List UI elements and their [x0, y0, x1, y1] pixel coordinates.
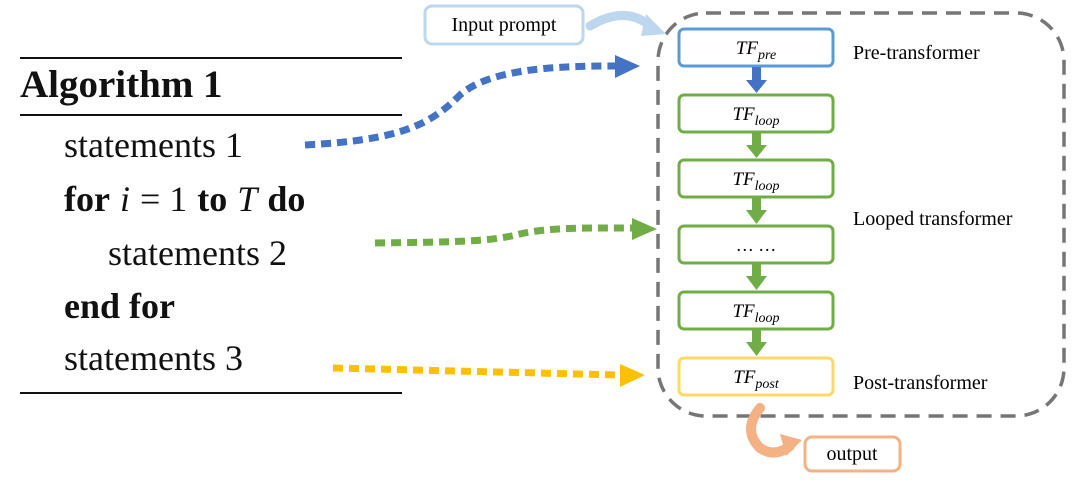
svg-text:TFloop: TFloop [732, 104, 779, 129]
tf-loop-3-subscript: loop [755, 311, 780, 326]
flow-arrow-loop3-to-post [746, 330, 767, 356]
svg-text:TFloop: TFloop [732, 169, 779, 194]
tf-loop-box-3: TFloop [677, 290, 835, 331]
input-prompt-label: Input prompt [452, 14, 557, 36]
svg-text:TFpre: TFpre [736, 38, 776, 63]
mapping-arrowhead-statements-2 [632, 218, 657, 240]
tf-pre-subscript: pre [757, 48, 776, 63]
output-box [803, 435, 902, 473]
end-for-keyword: end for [64, 286, 175, 326]
tf-loop-1-symbol: TF [732, 104, 755, 125]
output-flow-arrow [746, 403, 795, 458]
pre-transformer-label: Pre-transformer [853, 42, 980, 64]
tf-pre-symbol: TF [736, 38, 759, 59]
tf-post-symbol: TF [733, 367, 756, 388]
end-for-line: end for [64, 285, 175, 327]
tf-pre-box: TFpre [677, 27, 835, 68]
ellipsis-label: … … [736, 235, 777, 255]
svg-text:TFpost: TFpost [733, 367, 780, 392]
output-flow-arrowhead [780, 434, 802, 456]
post-transformer-label: Post-transformer [853, 372, 988, 394]
tf-loop-2-subscript: loop [755, 179, 780, 194]
svg-text:TFloop: TFloop [732, 301, 779, 326]
statements-1: statements 1 [64, 125, 243, 165]
input-flow-arrow [585, 11, 655, 31]
mapping-arrowhead-statements-3 [620, 364, 645, 387]
tf-ellipsis-box: … … [677, 224, 835, 265]
loop-start: = 1 [139, 179, 188, 219]
mapping-arrow-statements-1 [304, 62, 616, 149]
bottom-rule [20, 392, 402, 394]
for-keyword: for [64, 179, 110, 219]
title-rule [20, 114, 402, 116]
mapping-arrow-statements-2 [374, 224, 633, 247]
looped-transformer-label: Looped transformer [853, 208, 1013, 230]
tf-loop-2-symbol: TF [732, 169, 755, 190]
tf-loop-box-1: TFloop [677, 93, 835, 134]
tf-post-box: TFpost [677, 356, 835, 397]
top-rule [20, 57, 402, 59]
tf-loop-box-2: TFloop [677, 158, 835, 199]
to-keyword: to [197, 179, 228, 219]
tf-loop-3-symbol: TF [732, 301, 755, 322]
flow-arrow-loop2-to-ellipsis [746, 198, 767, 224]
flow-arrow-ellipsis-to-loop3 [746, 264, 767, 290]
flow-arrow-pre-to-loop [746, 67, 767, 93]
tf-loop-1-subscript: loop [755, 114, 780, 129]
statements-3: statements 3 [64, 338, 243, 378]
statements-2: statements 2 [108, 233, 287, 273]
mapping-arrowhead-statements-1 [615, 55, 640, 78]
algorithm-title: Algorithm 1 [20, 63, 223, 106]
input-prompt-box [423, 4, 585, 46]
output-label: output [826, 443, 878, 465]
flow-arrow-loop1-to-loop2 [746, 133, 767, 158]
transformer-container [656, 11, 1066, 418]
tf-post-subscript: post [754, 377, 779, 392]
mapping-arrow-statements-3 [332, 364, 621, 379]
loop-variable: i [119, 179, 130, 219]
input-flow-arrowhead [641, 14, 666, 36]
loop-bound: T [237, 179, 258, 219]
do-keyword: do [267, 179, 306, 219]
